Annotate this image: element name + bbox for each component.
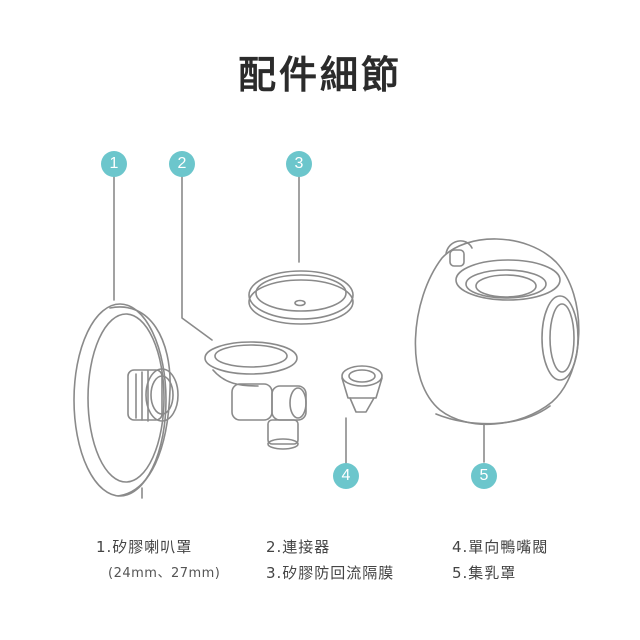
part-label-3: 3.矽膠防回流隔膜	[266, 564, 395, 582]
flange-drawing	[73, 303, 179, 499]
page-title: 配件細節	[237, 53, 402, 97]
callout-line-2	[181, 175, 213, 341]
part-label-1: 1.矽膠喇叭罩	[96, 538, 193, 556]
part-label-2: 2.連接器	[266, 538, 331, 556]
part-label-1-sizes: (24mm、27mm)	[108, 566, 221, 581]
membrane-drawing	[248, 270, 354, 325]
part-number-3-badge: 3	[286, 151, 312, 177]
collector-drawing	[414, 238, 580, 426]
part-number-4-badge: 4	[333, 463, 359, 489]
part-label-5: 5.集乳罩	[452, 564, 517, 582]
valve-drawing	[341, 365, 383, 413]
part-number-1-badge: 1	[101, 151, 127, 177]
part-label-4: 4.單向鴨嘴閥	[452, 538, 549, 556]
part-number-5-badge: 5	[471, 463, 497, 489]
part-number-2-badge: 2	[169, 151, 195, 177]
connector-drawing	[204, 341, 307, 450]
